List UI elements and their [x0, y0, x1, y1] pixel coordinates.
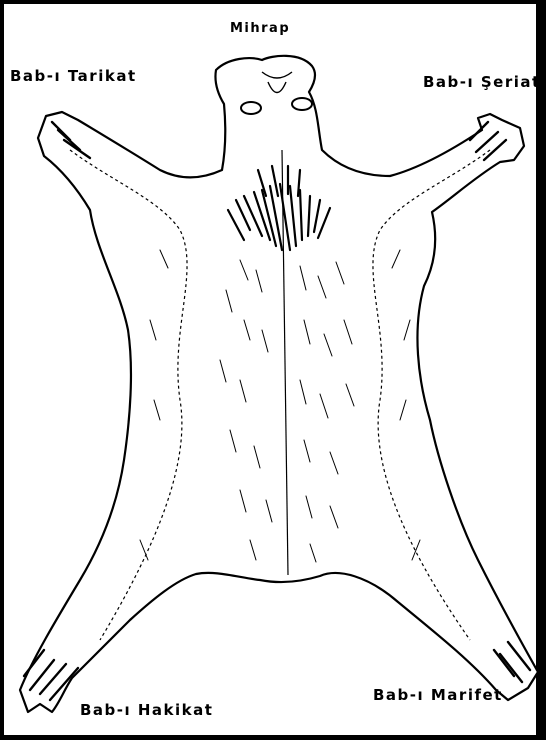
label-bab-hakikat: Bab-ı Hakikat: [80, 703, 213, 718]
label-bab-tarikat: Bab-ı Tarikat: [10, 69, 137, 84]
label-bab-marifet: Bab-ı Marifet: [373, 688, 503, 703]
label-mihrap: Mihrap: [230, 22, 290, 35]
right-eye-hole: [292, 98, 312, 110]
skin-outline: [20, 56, 538, 712]
left-eye-hole: [241, 102, 261, 114]
label-bab-seriat: Bab-ı Şeriat: [423, 75, 541, 90]
